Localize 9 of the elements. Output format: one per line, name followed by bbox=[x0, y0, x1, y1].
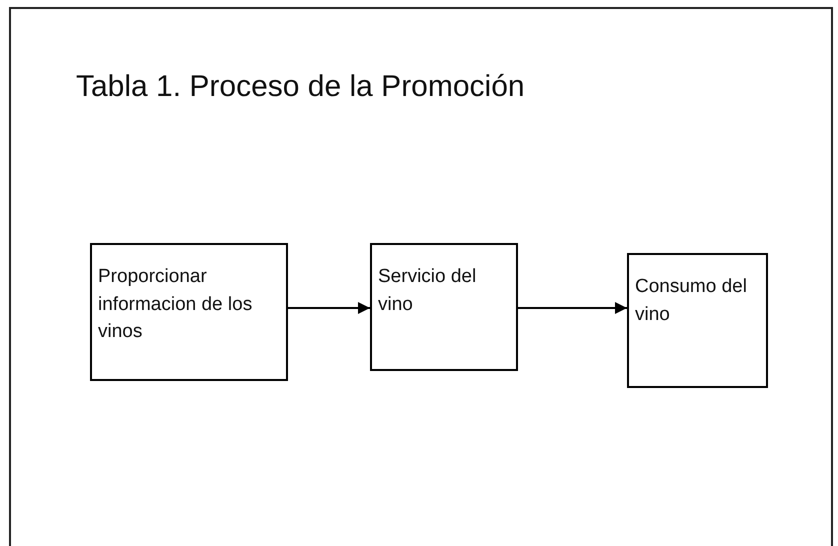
box-text: Servicio del vino bbox=[378, 265, 478, 317]
box-text: Proporcionar informacion de los vinos bbox=[98, 265, 254, 344]
arrow bbox=[518, 302, 627, 314]
process-box bbox=[627, 253, 768, 388]
box-text: Consumo del vino bbox=[635, 275, 748, 327]
diagram-title: Tabla 1. Proceso de la Promoción bbox=[76, 70, 525, 104]
process-box bbox=[370, 243, 518, 371]
arrow bbox=[288, 302, 370, 314]
process-box bbox=[90, 243, 288, 381]
